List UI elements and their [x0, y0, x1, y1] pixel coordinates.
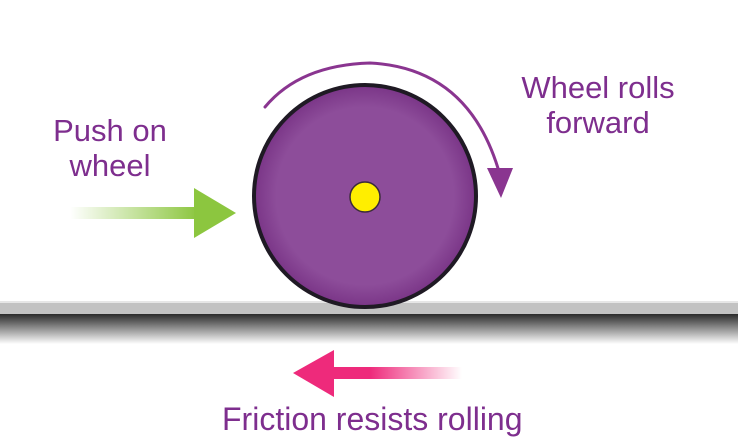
push-label-line2: wheel	[69, 148, 151, 183]
push-arrow-icon	[70, 188, 236, 238]
friction-arrow-icon	[293, 350, 462, 397]
push-label: Push on wheel	[30, 113, 190, 183]
rolls-label: Wheel rolls forward	[503, 70, 693, 140]
push-label-line1: Push on	[53, 113, 167, 148]
rotation-arrow-icon	[263, 61, 513, 198]
rolls-label-line2: forward	[546, 105, 650, 140]
rolls-label-line1: Wheel rolls	[521, 70, 675, 105]
axle	[349, 181, 381, 213]
friction-label: Friction resists rolling	[222, 401, 523, 437]
